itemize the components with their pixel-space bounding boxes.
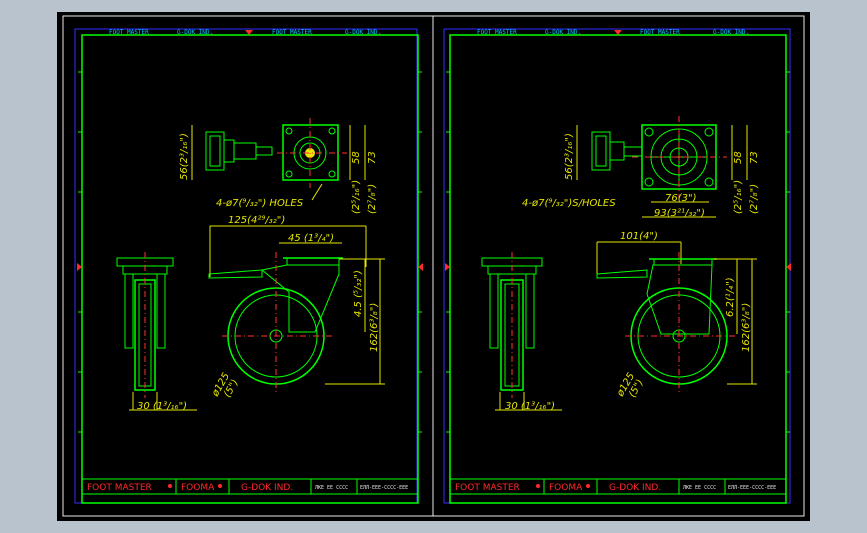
plate-dim-right-73: 73 xyxy=(749,151,760,164)
sheet-left-header-4: G-DOK IND. xyxy=(345,29,381,36)
tb-right-foot-master: FOOT MASTER xyxy=(455,483,520,493)
height-dim: 162(6³/₈") xyxy=(369,303,380,352)
tb-left-code-2: ЕЛЛ-ЕЕЕ-СССС-ЕЕЕ xyxy=(360,485,408,491)
sheet-left: FOOT MASTER G-DOK IND. FOOT MASTER G-DOK… xyxy=(74,28,423,504)
offset-dim: 125(4²⁹/₃₂") xyxy=(228,215,285,226)
side-dim-2: (2⁷/₈") xyxy=(367,184,378,214)
width-dim-right: 30 (1³/₁₆") xyxy=(505,401,555,412)
title-block-right: FOOT MASTER FOOMA G-DOK IND. ЛКЕ ЕЕ СССС… xyxy=(455,479,776,494)
top-view-left xyxy=(191,118,366,188)
width-dim: 30 (1³/₁₆") xyxy=(137,401,187,412)
top-view-right-height-dim: 56(2³/₁₆") xyxy=(564,133,575,180)
height-dim-right-1: 6.2(¹/₄") xyxy=(725,277,736,317)
front-view-left xyxy=(116,252,197,411)
cad-drawing-canvas[interactable]: FOOT MASTER G-DOK IND. FOOT MASTER G-DOK… xyxy=(57,12,810,521)
top-view-right xyxy=(576,116,748,218)
sheet-right-header-2: G-DOK IND. xyxy=(545,29,581,36)
tb-left-gdok: G-DOK IND. xyxy=(241,483,293,493)
sheet-right-header-4: G-DOK IND. xyxy=(713,29,749,36)
sheet-left-header-3: FOOT MASTER xyxy=(272,29,312,36)
side-view-left xyxy=(208,252,385,394)
sheet-left-header-1: FOOT MASTER xyxy=(109,29,149,36)
side-dim-1: (2⁵/₁₆") xyxy=(351,180,362,214)
side-dim-right-1: (2⁵/₁₆") xyxy=(733,180,744,214)
plate-dim-58: 58 xyxy=(351,151,362,164)
tb-right-code-2: ЕЛЛ-ЕЕЕ-СССС-ЕЕЕ xyxy=(728,485,776,491)
front-view-right xyxy=(481,252,562,411)
side-dim-right-2: (2⁷/₈") xyxy=(749,184,760,214)
tb-right-gdok: G-DOK IND. xyxy=(609,483,661,493)
height-dim-right: 162(6³/₈") xyxy=(741,303,752,352)
sheet-right: FOOT MASTER G-DOK IND. FOOT MASTER G-DOK… xyxy=(443,28,791,504)
outer-width-dim: 93(3²¹/₃₂") xyxy=(654,208,705,219)
tb-left-foot-master: FOOT MASTER xyxy=(87,483,152,493)
plate-dim-73: 73 xyxy=(367,151,378,164)
sheet-left-header-2: G-DOK IND. xyxy=(177,29,213,36)
plate-dim-right-58: 58 xyxy=(733,151,744,164)
holes-label-right: 4-ø7(⁹/₃₂")S/HOLES xyxy=(522,198,616,209)
bolt-dim: 45 (1³/₄") xyxy=(288,233,334,244)
title-block-left: FOOT MASTER FOOMA G-DOK IND. ЛКЕ ЕЕ СССС… xyxy=(87,479,408,494)
top-view-height-dim: 56(2³/₁₆") xyxy=(179,133,190,180)
tb-right-fooma: FOOMA xyxy=(549,483,583,493)
sheet-right-header-3: FOOT MASTER xyxy=(640,29,680,36)
side-view-right xyxy=(596,252,757,394)
offset-dim-right: 101(4") xyxy=(620,231,658,242)
swivel-dim: 4.5 (⁵/₃₂") xyxy=(353,270,364,317)
tb-left-code-1: ЛКЕ ЕЕ СССС xyxy=(315,485,348,491)
tb-left-fooma: FOOMA xyxy=(181,483,215,493)
tb-right-code-1: ЛКЕ ЕЕ СССС xyxy=(683,485,716,491)
drawing-sheets: FOOT MASTER G-DOK IND. FOOT MASTER G-DOK… xyxy=(62,15,805,517)
sheet-right-header-1: FOOT MASTER xyxy=(477,29,517,36)
inner-width-dim: 76(3") xyxy=(665,193,697,204)
holes-label: 4-ø7(⁹/₃₂") HOLES xyxy=(216,198,304,209)
